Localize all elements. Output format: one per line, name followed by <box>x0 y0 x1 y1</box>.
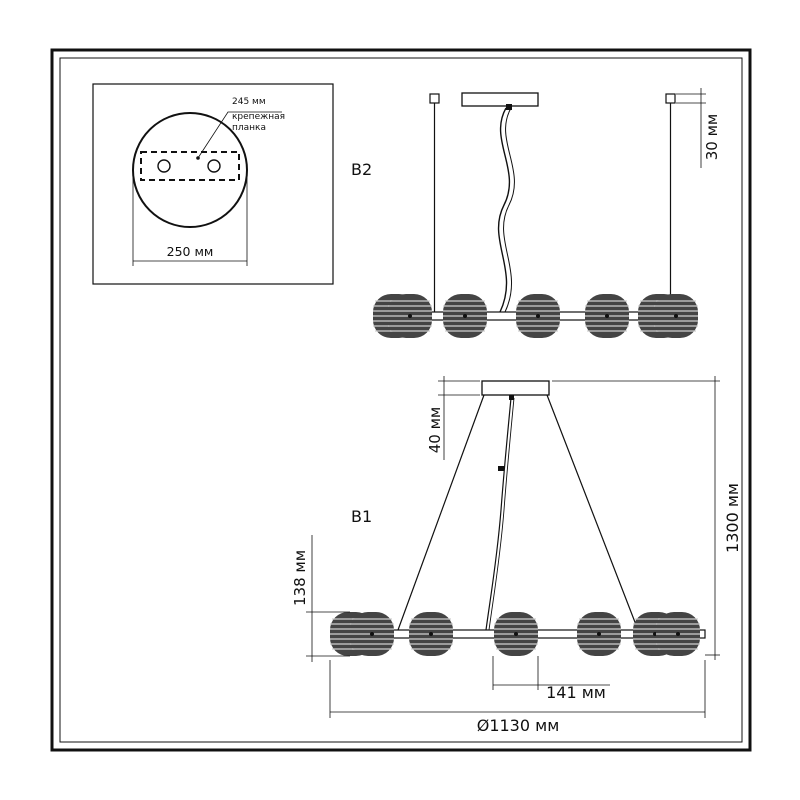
dim-total-height: 1300 мм <box>723 483 742 553</box>
plate-detail-box <box>92 83 334 285</box>
b1-cord-connector <box>509 395 514 400</box>
dim-plate-length: 245 мм <box>232 97 266 107</box>
dim-shade-height: 138 мм <box>291 550 309 606</box>
b2-shade-5b <box>653 293 699 339</box>
view-b1: B1 40 мм 138 мм 1300 мм 1 <box>291 376 742 735</box>
inner-frame <box>59 57 743 743</box>
b1-shade-1b <box>349 611 395 657</box>
mounting-plate <box>140 151 240 181</box>
mounting-plate-detail: 245 мм крепежная планка 250 мм <box>92 83 334 285</box>
b2-shade-3 <box>515 293 561 339</box>
b1-canopy <box>481 380 550 396</box>
outer-frame <box>50 48 752 752</box>
plate-name-line2: планка <box>232 123 266 133</box>
dim-canopy-diameter: 250 мм <box>167 244 214 259</box>
b2-anchor-right <box>665 93 676 104</box>
b2-power-cord <box>497 107 511 313</box>
dim-b2-height: 30 мм <box>703 114 721 161</box>
b1-power-cord-2 <box>488 397 515 631</box>
mounting-hole-right <box>207 159 221 173</box>
b2-shade-1b <box>387 293 433 339</box>
b2-cord-connector <box>506 104 512 110</box>
b2-shade-4 <box>584 293 630 339</box>
b1-shade-3 <box>493 611 539 657</box>
dim-total-diameter: Ø1130 мм <box>477 716 560 735</box>
b1-cable-left <box>397 394 485 631</box>
view-b2: B2 30 мм <box>351 88 721 339</box>
b1-shade-5b <box>655 611 701 657</box>
dim-spacing: 141 мм <box>546 683 606 702</box>
b1-shade-2 <box>408 611 454 657</box>
b1-shade-4 <box>576 611 622 657</box>
mounting-hole-left <box>157 159 171 173</box>
b1-cable-right <box>546 394 639 631</box>
b2-shade-2 <box>442 293 488 339</box>
plate-name-line1: крепежная <box>232 112 285 122</box>
b2-anchor-left <box>429 93 440 104</box>
b1-power-cord <box>485 397 512 631</box>
view-label-b2: B2 <box>351 160 372 179</box>
b2-power-cord-2 <box>503 107 515 313</box>
canopy-circle <box>132 112 248 228</box>
view-label-b1: B1 <box>351 507 372 526</box>
b2-canopy <box>461 92 539 107</box>
plate-leader-line <box>197 111 282 159</box>
dim-b1-canopy-height: 40 мм <box>426 407 444 454</box>
b1-cord-clip <box>498 466 504 471</box>
